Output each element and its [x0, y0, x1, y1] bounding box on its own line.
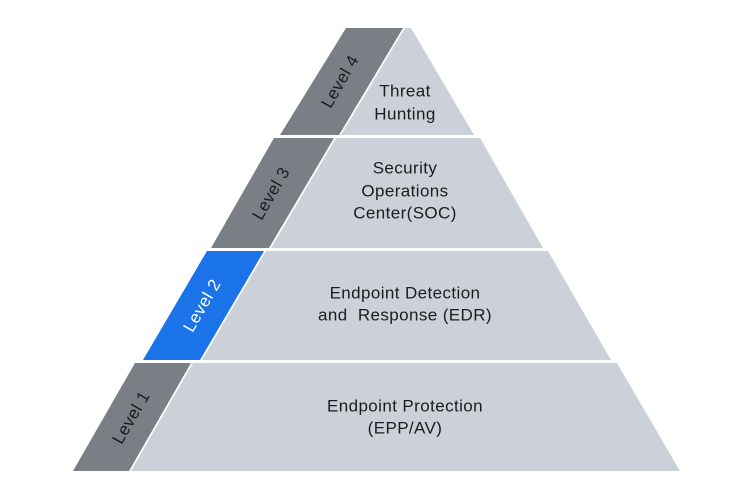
- tier-1-title-line-2: (EPP/AV): [368, 418, 443, 437]
- tier-1-face: [131, 363, 680, 471]
- level-3-band: [211, 138, 334, 248]
- tier-2-title-line-1: Endpoint Detection: [330, 283, 481, 302]
- tier-4-face: [341, 28, 474, 135]
- level-4-band: [280, 28, 403, 135]
- tier-1-title-line-1: Endpoint Protection: [327, 396, 483, 415]
- tier-3: Level 3 Security Operations Center(SOC): [211, 138, 543, 248]
- tier-3-face: [271, 138, 543, 248]
- level-1-band: [73, 363, 191, 471]
- tier-2-face: [202, 251, 611, 360]
- tier-3-title-line-1: Security: [373, 158, 438, 177]
- level-2-band: [143, 251, 264, 360]
- tier-3-title-line-3: Center(SOC): [353, 203, 457, 222]
- tier-1: Level 1 Endpoint Protection (EPP/AV): [73, 363, 680, 471]
- tier-4-title-line-2: Hunting: [374, 104, 435, 123]
- tier-2-title-line-2: and Response (EDR): [318, 305, 492, 324]
- tier-3-title-line-2: Operations: [361, 181, 448, 200]
- tier-4: Level 4 Threat Hunting: [280, 28, 474, 135]
- tier-2: Level 2 Endpoint Detection and Response …: [143, 251, 611, 360]
- tier-4-title-line-1: Threat: [379, 81, 431, 100]
